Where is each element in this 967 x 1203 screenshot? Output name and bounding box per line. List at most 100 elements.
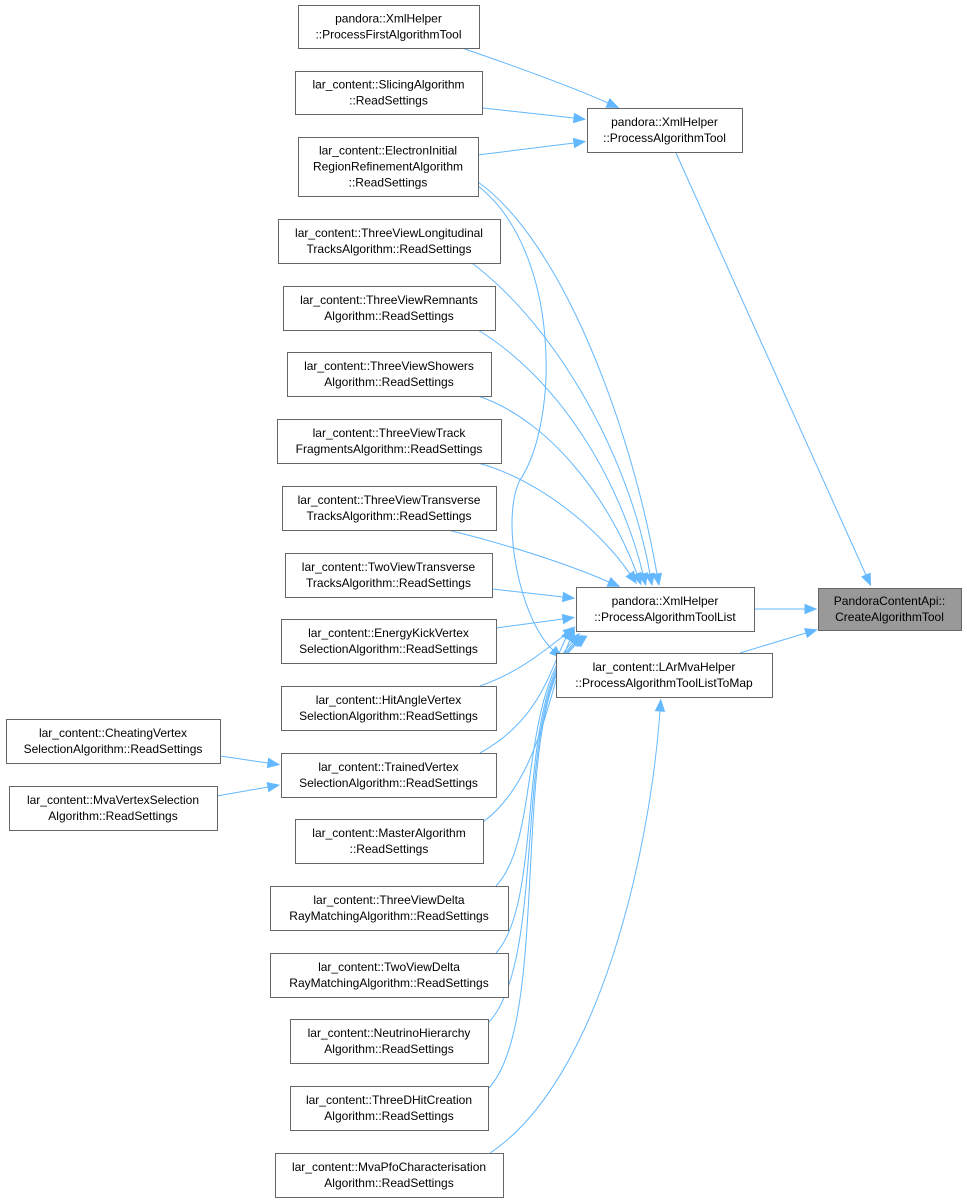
node-twodelta[interactable]: lar_content::TwoViewDeltaRayMatchingAlgo… bbox=[270, 953, 509, 998]
node-box bbox=[281, 619, 497, 664]
node-label-line: Algorithm::ReadSettings bbox=[48, 809, 177, 823]
node-label-line: SelectionAlgorithm::ReadSettings bbox=[299, 776, 478, 790]
edge-line bbox=[471, 262, 651, 575]
node-label-line: lar_content::MvaVertexSelection bbox=[27, 793, 199, 807]
arrowhead-icon bbox=[266, 757, 281, 769]
node-label-line: lar_content::MasterAlgorithm bbox=[312, 826, 465, 840]
edge-line bbox=[487, 642, 579, 1090]
arrowhead-icon bbox=[561, 613, 576, 625]
node-energy[interactable]: lar_content::EnergyKickVertexSelectionAl… bbox=[281, 619, 497, 664]
node-label-line: Algorithm::ReadSettings bbox=[324, 1109, 453, 1123]
node-label-line: SelectionAlgorithm::ReadSettings bbox=[299, 709, 478, 723]
arrowhead-icon bbox=[804, 603, 818, 615]
node-label-line: Algorithm::ReadSettings bbox=[324, 375, 453, 389]
node-hitangle[interactable]: lar_content::HitAngleVertexSelectionAlgo… bbox=[281, 686, 497, 731]
node-cheating[interactable]: lar_content::CheatingVertexSelectionAlgo… bbox=[6, 719, 221, 764]
node-label-line: RayMatchingAlgorithm::ReadSettings bbox=[289, 909, 488, 923]
edge-line bbox=[477, 395, 638, 575]
node-tvremn[interactable]: lar_content::ThreeViewRemnantsAlgorithm:… bbox=[283, 286, 496, 331]
edge-line bbox=[491, 588, 564, 598]
node-box bbox=[277, 419, 502, 464]
edge-line bbox=[489, 710, 661, 1154]
nodes: PandoraContentApi::CreateAlgorithmTool pa… bbox=[6, 5, 962, 1198]
arrowhead-icon bbox=[572, 112, 587, 124]
node-box bbox=[556, 653, 773, 698]
node-label-line: ::ProcessFirstAlgorithmTool bbox=[315, 28, 461, 42]
node-label-line: lar_content::ThreeViewRemnants bbox=[300, 293, 478, 307]
node-box bbox=[290, 1019, 489, 1064]
node-mvapfo[interactable]: lar_content::MvaPfoCharacterisationAlgor… bbox=[275, 1153, 504, 1198]
node-tvtrans[interactable]: lar_content::ThreeViewTransverseTracksAl… bbox=[282, 486, 497, 531]
node-label-line: Algorithm::ReadSettings bbox=[324, 1042, 453, 1056]
edge-energy-to-xml-patl bbox=[495, 613, 576, 629]
arrowhead-icon bbox=[574, 635, 588, 648]
arrowhead-icon bbox=[861, 572, 872, 587]
edge-line bbox=[482, 107, 575, 119]
node-label-line: lar_content::ThreeViewDelta bbox=[313, 893, 465, 907]
node-xml-pat[interactable]: pandora::XmlHelper::ProcessAlgorithmTool bbox=[587, 108, 743, 153]
edge-line bbox=[495, 641, 573, 887]
node-box bbox=[283, 286, 496, 331]
node-tvtrack[interactable]: lar_content::ThreeViewTrackFragmentsAlgo… bbox=[277, 419, 502, 464]
node-xml-patl[interactable]: pandora::XmlHelper::ProcessAlgorithmTool… bbox=[576, 587, 755, 632]
node-tvdelta[interactable]: lar_content::ThreeViewDeltaRayMatchingAl… bbox=[270, 886, 509, 931]
node-label-line: pandora::XmlHelper bbox=[611, 115, 718, 129]
edge-line bbox=[477, 142, 575, 156]
edge-twotrans-to-xml-patl bbox=[491, 588, 576, 603]
node-label-line: RayMatchingAlgorithm::ReadSettings bbox=[289, 976, 488, 990]
node-box bbox=[298, 137, 479, 197]
node-xml-first[interactable]: pandora::XmlHelper::ProcessFirstAlgorith… bbox=[298, 5, 480, 49]
node-master[interactable]: lar_content::MasterAlgorithm::ReadSettin… bbox=[295, 819, 484, 864]
node-mva-map[interactable]: lar_content::LArMvaHelper::ProcessAlgori… bbox=[556, 653, 773, 698]
arrowhead-icon bbox=[572, 137, 587, 149]
node-tvshow[interactable]: lar_content::ThreeViewShowersAlgorithm::… bbox=[287, 352, 492, 397]
edge-line bbox=[495, 618, 564, 629]
node-electron[interactable]: lar_content::ElectronInitialRegionRefine… bbox=[298, 137, 479, 197]
node-label-line: lar_content::SlicingAlgorithm bbox=[312, 78, 464, 92]
node-box bbox=[587, 108, 743, 153]
edge-xml-patl-to-root bbox=[755, 603, 818, 615]
node-label-line: SelectionAlgorithm::ReadSettings bbox=[24, 742, 203, 756]
arrowhead-icon bbox=[561, 591, 576, 603]
edge-line bbox=[477, 181, 658, 575]
node-label-line: ::ReadSettings bbox=[349, 94, 428, 108]
edge-line bbox=[477, 185, 554, 651]
node-mvavtx[interactable]: lar_content::MvaVertexSelectionAlgorithm… bbox=[9, 786, 218, 831]
node-label-line: lar_content::LArMvaHelper bbox=[593, 660, 736, 674]
node-threedhit[interactable]: lar_content::ThreeDHitCreationAlgorithm:… bbox=[290, 1086, 489, 1131]
edge-mva-map-to-root bbox=[739, 628, 818, 654]
edge-line bbox=[739, 632, 807, 654]
arrowhead-icon bbox=[654, 698, 666, 712]
node-label-line: lar_content::ThreeViewTrack bbox=[313, 426, 467, 440]
node-box bbox=[281, 753, 497, 798]
node-box bbox=[278, 219, 501, 264]
edge-xml-first-to-xml-pat bbox=[461, 47, 620, 109]
edge-cheating-to-trained bbox=[219, 755, 281, 769]
arrowhead-icon bbox=[266, 781, 281, 793]
node-label-line: lar_content::NeutrinoHierarchy bbox=[308, 1026, 471, 1040]
node-label-line: ::ProcessAlgorithmToolListToMap bbox=[575, 676, 753, 690]
node-slicing[interactable]: lar_content::SlicingAlgorithm::ReadSetti… bbox=[295, 71, 483, 115]
node-label-line: pandora::XmlHelper bbox=[612, 594, 719, 608]
node-box bbox=[285, 553, 493, 598]
arrowhead-icon bbox=[644, 572, 656, 587]
edges bbox=[216, 47, 872, 1154]
arrowhead-icon bbox=[605, 98, 620, 109]
node-box bbox=[295, 71, 483, 115]
node-label-line: lar_content::TrainedVertex bbox=[318, 760, 458, 774]
node-box bbox=[290, 1086, 489, 1131]
node-root[interactable]: PandoraContentApi::CreateAlgorithmTool bbox=[818, 588, 962, 631]
edge-line bbox=[675, 152, 867, 576]
node-box bbox=[275, 1153, 504, 1198]
node-box bbox=[818, 588, 962, 631]
node-twotrans[interactable]: lar_content::TwoViewTransverseTracksAlgo… bbox=[285, 553, 493, 598]
edge-threedhit-to-xml-patl bbox=[487, 635, 588, 1090]
node-label-line: lar_content::ThreeViewShowers bbox=[304, 359, 474, 373]
node-tvlong[interactable]: lar_content::ThreeViewLongitudinalTracks… bbox=[278, 219, 501, 264]
node-box bbox=[6, 719, 221, 764]
node-trained[interactable]: lar_content::TrainedVertexSelectionAlgor… bbox=[281, 753, 497, 798]
node-box bbox=[270, 953, 509, 998]
node-neutrino[interactable]: lar_content::NeutrinoHierarchyAlgorithm:… bbox=[290, 1019, 489, 1064]
arrowhead-icon bbox=[651, 572, 663, 587]
node-label-line: lar_content::ElectronInitial bbox=[319, 144, 457, 158]
